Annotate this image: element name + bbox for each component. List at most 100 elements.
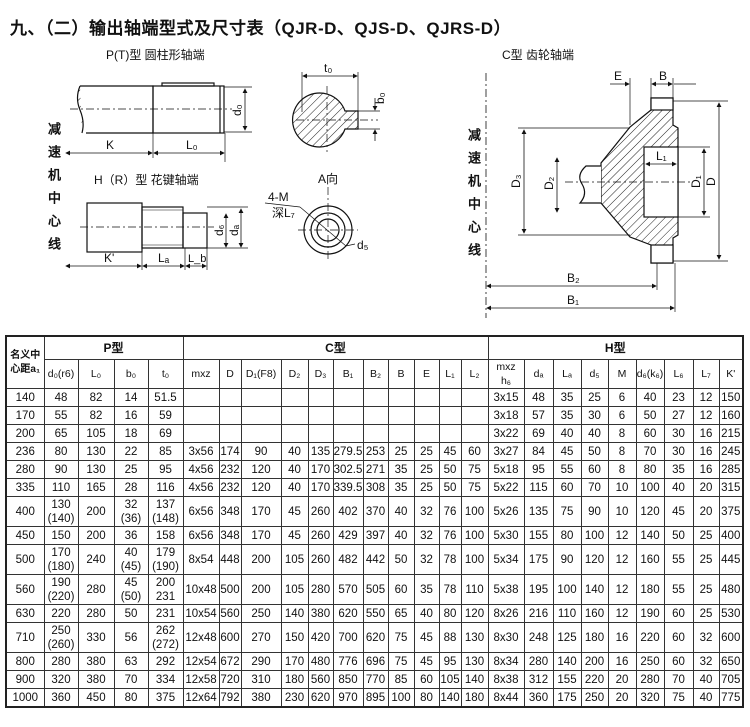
table-cell: 65 [43, 424, 79, 443]
table-cell [362, 424, 389, 443]
table-cell: 315 [718, 478, 744, 497]
table-cell: 672 [218, 652, 242, 671]
table-cell: 420 [307, 622, 334, 653]
table-cell: 85 [147, 442, 184, 461]
center-distance-cell: 236 [5, 442, 45, 461]
table-cell: 8 [607, 442, 637, 461]
column-header: B [387, 359, 415, 389]
table-cell [362, 406, 389, 425]
column-header: dₐ [523, 359, 554, 389]
center-distance-cell: 500 [5, 544, 45, 575]
table-cell: 200 [77, 526, 115, 545]
table-cell: 792 [218, 688, 242, 708]
table-cell: 3x15 [487, 388, 525, 407]
column-header: L₁ [438, 359, 462, 389]
table-cell: 180 [635, 574, 665, 605]
table-cell: 40 [413, 604, 440, 623]
center-line-label-right: 减速机中心线 [466, 128, 481, 266]
table-cell: 100 [460, 544, 489, 575]
table-cell: 174 [218, 442, 242, 461]
table-cell: 20 [607, 688, 637, 708]
table-cell: 120 [240, 478, 282, 497]
table-cell: 260 [307, 496, 334, 527]
table-cell: 720 [218, 670, 242, 689]
table-cell: 12 [607, 544, 637, 575]
table-cell: 190 (220) [43, 574, 79, 605]
table-cell: 180 [580, 622, 609, 653]
table-cell [387, 424, 415, 443]
table-cell: 302.5 [332, 460, 364, 479]
table-cell: 12 [607, 526, 637, 545]
table-cell: 6x56 [182, 526, 220, 545]
table-cell: 480 [307, 652, 334, 671]
center-line-label-left: 减速机中心线 [46, 122, 61, 260]
table-cell: 40 [280, 478, 309, 497]
table-cell: 105 [280, 574, 309, 605]
table-cell: 25 [692, 526, 720, 545]
table-cell: 8x34 [487, 652, 525, 671]
table-cell: 6 [607, 388, 637, 407]
table-cell [460, 388, 489, 407]
column-header: mxz h₆ [487, 359, 525, 389]
table-cell: 253 [362, 442, 389, 461]
table-cell: 262 (272) [147, 622, 184, 653]
table-cell: 216 [523, 604, 554, 623]
table-cell: 30 [580, 406, 609, 425]
table-cell: 25 [413, 460, 440, 479]
table-cell: 36 [113, 526, 149, 545]
table-cell: 100 [387, 688, 415, 708]
table-cell: 292 [147, 652, 184, 671]
table-cell: 25 [692, 544, 720, 575]
table-cell: 140 [552, 652, 582, 671]
table-cell: 16 [607, 652, 637, 671]
column-header: B₁ [332, 359, 364, 389]
table-cell: 220 [43, 604, 79, 623]
center-distance-cell: 450 [5, 526, 45, 545]
table-cell: 80 [438, 604, 462, 623]
center-distance-cell: 900 [5, 670, 45, 689]
center-distance-cell: 630 [5, 604, 45, 623]
table-cell: 25 [580, 388, 609, 407]
table-cell: 8 [607, 460, 637, 479]
table-cell: 312 [523, 670, 554, 689]
table-cell: 175 [552, 688, 582, 708]
table-cell: 60 [552, 478, 582, 497]
table-cell: 280 [523, 652, 554, 671]
table-cell: 200 [77, 496, 115, 527]
h-type-label: H（R）型 花键轴端 [94, 172, 199, 187]
dim-d2: D₂ [542, 176, 556, 190]
dim-l7: 深L₇ [272, 206, 295, 220]
table-cell: 75 [387, 622, 415, 653]
table-cell [307, 388, 334, 407]
table-cell: 80 [113, 688, 149, 708]
table-cell: 8x54 [182, 544, 220, 575]
table-cell: 32 (36) [113, 496, 149, 527]
center-distance-cell: 200 [5, 424, 45, 443]
table-cell: 370 [362, 496, 389, 527]
table-cell: 375 [147, 688, 184, 708]
table-cell: 380 [77, 670, 115, 689]
table-cell: 280 [77, 574, 115, 605]
table-cell: 75 [460, 478, 489, 497]
table-cell: 158 [147, 526, 184, 545]
table-cell: 220 [635, 622, 665, 653]
dim-b: B [659, 69, 667, 83]
table-cell: 705 [718, 670, 744, 689]
table-cell: 95 [147, 460, 184, 479]
table-cell: 776 [332, 652, 364, 671]
table-cell: 348 [218, 526, 242, 545]
table-cell: 620 [307, 688, 334, 708]
table-cell: 320 [635, 688, 665, 708]
table-cell: 16 [692, 460, 720, 479]
table-cell: 100 [460, 496, 489, 527]
table-cell: 482 [332, 544, 364, 575]
table-cell: 120 [240, 460, 282, 479]
table-cell: 600 [218, 622, 242, 653]
table-cell: 280 [43, 652, 79, 671]
center-distance-cell: 280 [5, 460, 45, 479]
